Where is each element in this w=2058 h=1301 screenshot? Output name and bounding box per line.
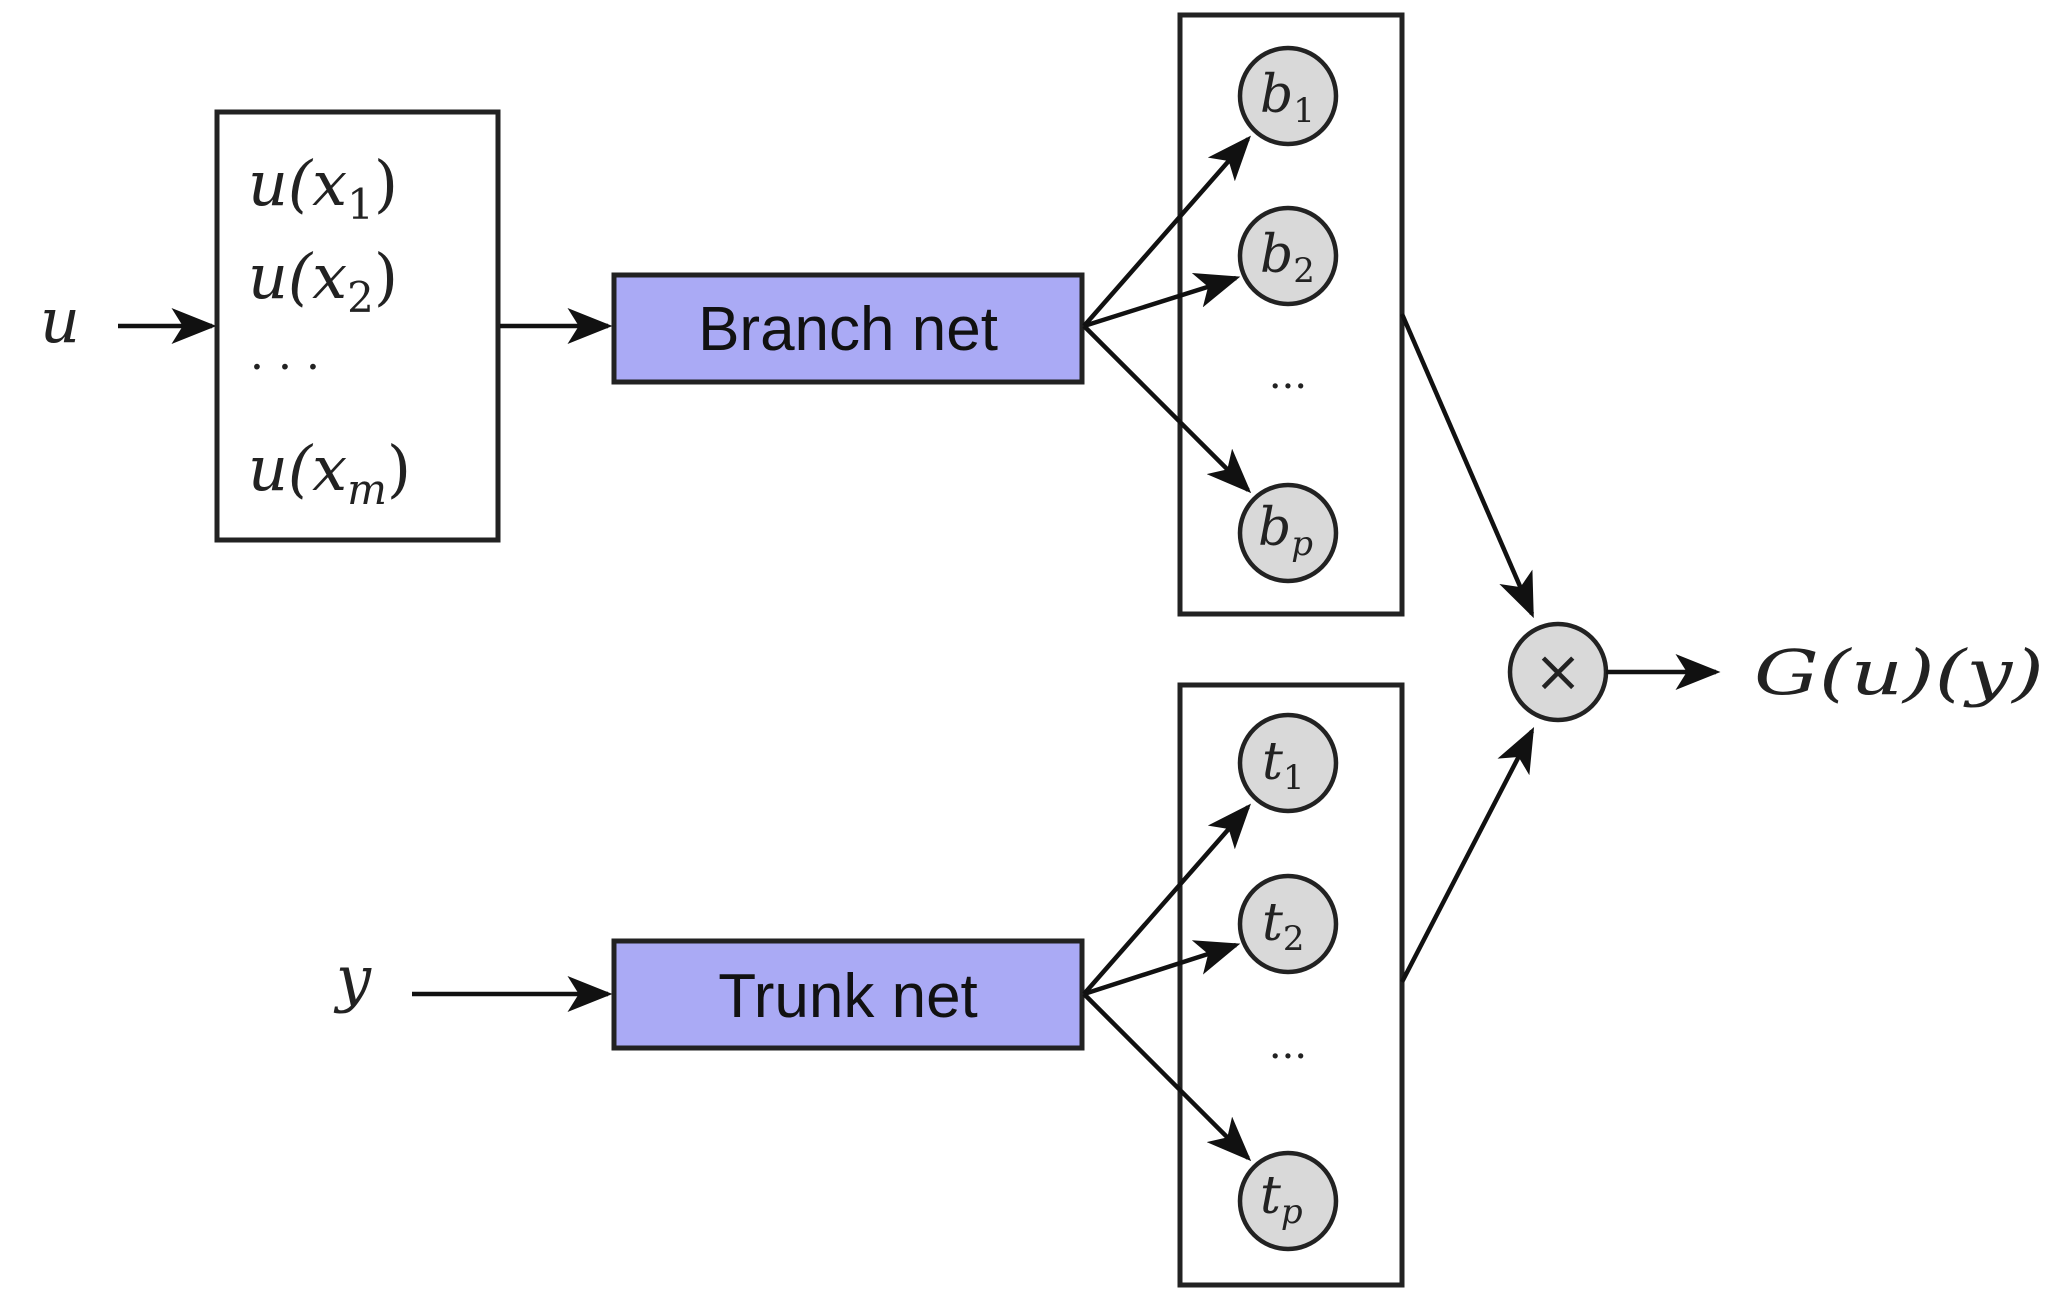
trunk-net-label: Trunk net <box>718 962 978 1031</box>
trunk-node-tp <box>1237 1150 1339 1252</box>
branch-ellipsis: ··· <box>1269 364 1307 410</box>
arrow-trunk-to-t1 <box>1082 803 1251 996</box>
branch-net-label: Branch net <box>698 295 998 364</box>
sample-line-m: u(xm) <box>248 432 411 514</box>
trunk-node-t1-label: t1 <box>1262 732 1305 798</box>
input-y-label: y <box>333 942 372 1015</box>
branch-node-bp <box>1237 482 1339 584</box>
sample-line-1: u(x1) <box>248 147 398 229</box>
branch-node-bp-label: bp <box>1258 498 1313 564</box>
arrow-branch-to-b1 <box>1082 135 1251 328</box>
trunk-node-t2-label: t2 <box>1262 893 1305 959</box>
arrow-branch-to-b2 <box>1083 273 1241 329</box>
sample-dots: · · · <box>250 342 320 393</box>
arrow-branch-to-bp <box>1082 324 1252 494</box>
arrow-branch-to-product <box>1399 313 1535 619</box>
trunk-ellipsis: ··· <box>1269 1034 1307 1080</box>
product-symbol: × <box>1534 637 1583 705</box>
arrow-trunk-to-t2 <box>1083 940 1241 997</box>
sample-points-box <box>214 109 501 543</box>
trunk-net-box <box>611 938 1085 1051</box>
branch-net-box <box>611 272 1085 385</box>
output-label: G(u)(y) <box>1754 636 2044 709</box>
sample-line-2: u(x2) <box>248 240 398 322</box>
arrow-trunk-to-tp <box>1082 992 1252 1162</box>
arrow-trunk-to-product <box>1400 727 1535 984</box>
branch-node-b1-label: b1 <box>1260 65 1315 131</box>
branch-node-b2 <box>1237 205 1339 307</box>
branch-node-b1 <box>1237 45 1339 147</box>
trunk-node-t2 <box>1237 873 1339 975</box>
input-u-label: u <box>40 284 80 357</box>
trunk-node-tp-label: tp <box>1260 1166 1303 1232</box>
trunk-node-t1 <box>1237 712 1339 814</box>
branch-node-b2-label: b2 <box>1260 225 1315 291</box>
